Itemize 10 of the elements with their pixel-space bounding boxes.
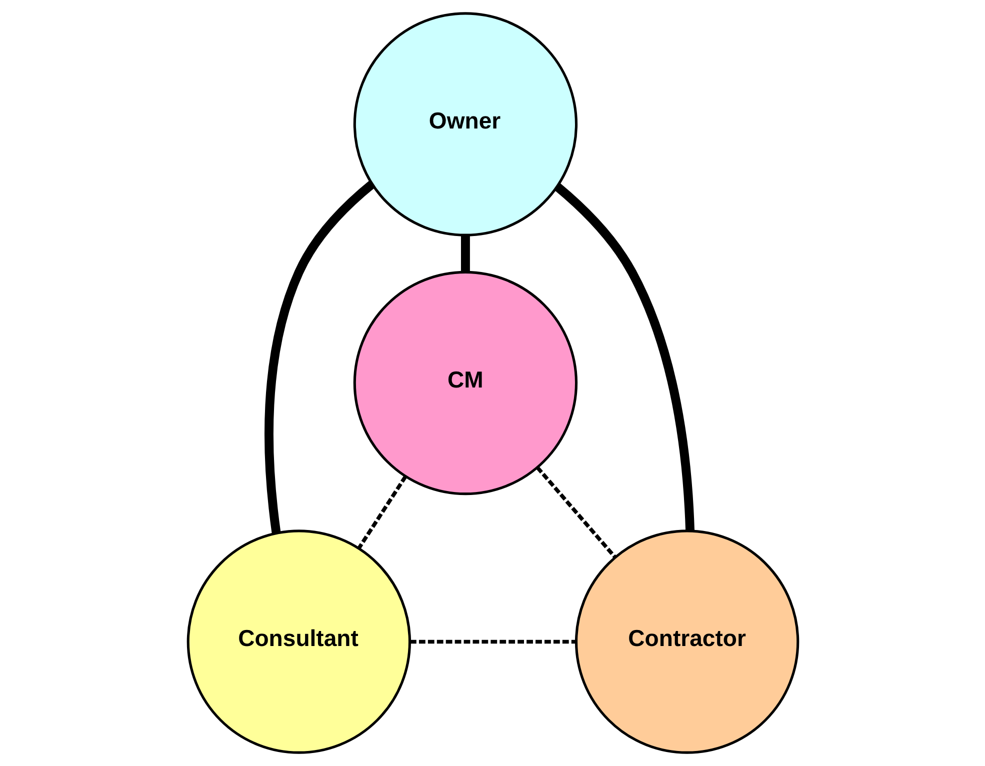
node-circle: Owner [352, 12, 578, 236]
connector [535, 466, 616, 559]
node-circle: Contractor [574, 530, 799, 754]
connector [410, 640, 576, 644]
node-circle: Consultant [186, 530, 411, 754]
connector [460, 235, 470, 272]
connector [356, 475, 407, 550]
node-circle: CM [352, 270, 578, 496]
connector [264, 180, 374, 534]
connector [554, 183, 694, 531]
